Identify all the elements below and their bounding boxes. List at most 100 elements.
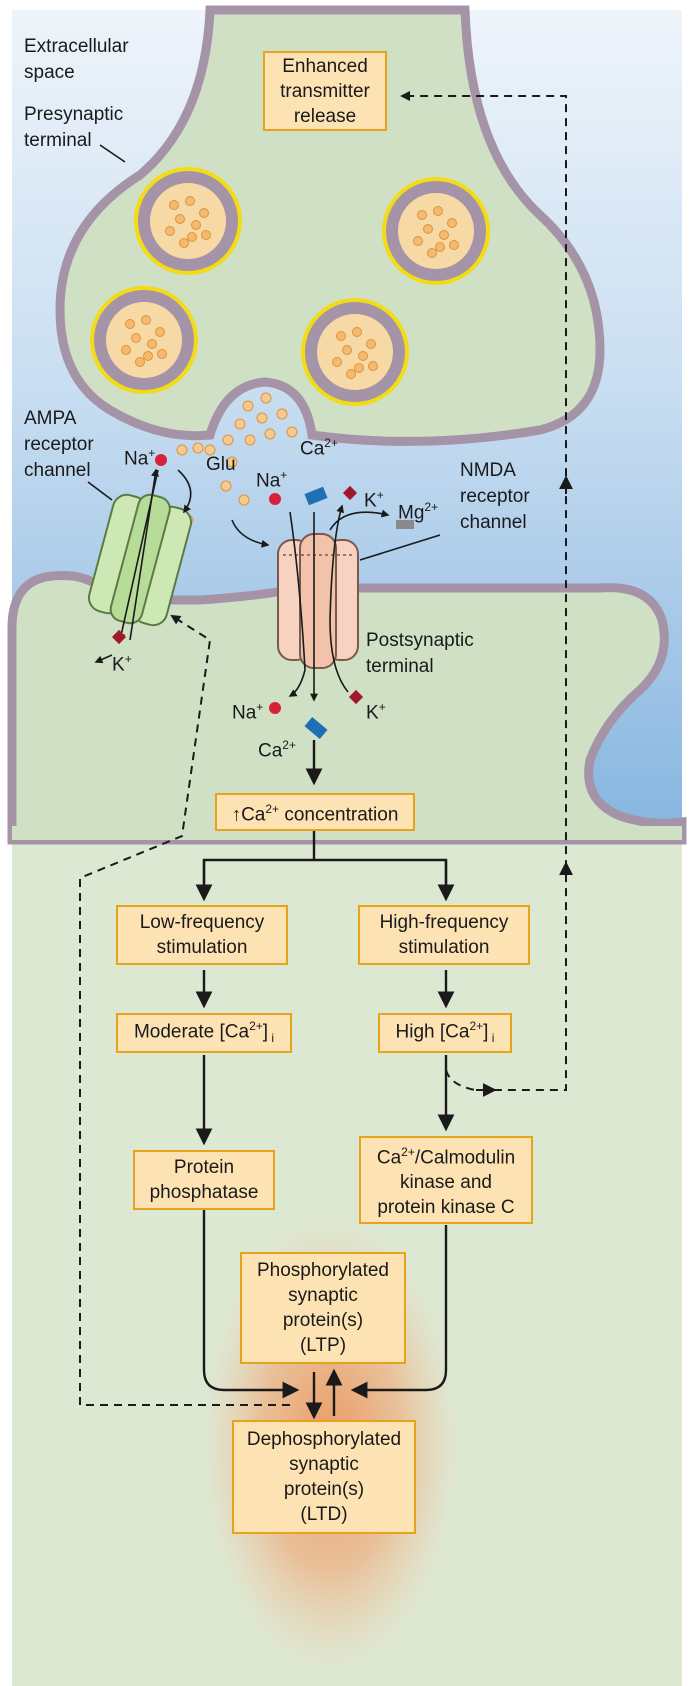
glu-nmda-arrow <box>231 519 270 548</box>
transmitter-molecule <box>147 339 157 349</box>
transmitter-molecule <box>332 357 342 367</box>
glutamate-molecule <box>234 418 246 430</box>
nmda-k-path <box>329 504 349 693</box>
glutamate-molecule <box>264 428 276 440</box>
transmitter-molecule <box>201 230 211 240</box>
glutamate-molecule <box>238 494 250 506</box>
transmitter-molecule <box>121 345 131 355</box>
transmitter-molecule <box>368 361 378 371</box>
transmitter-molecule <box>199 208 209 218</box>
k-ion <box>348 689 364 705</box>
k-label-nmda: K+ <box>364 488 384 512</box>
ampa-k-arrow <box>129 468 159 641</box>
transmitter-molecule <box>342 345 352 355</box>
k-label-ampa: K+ <box>112 652 132 676</box>
glu-label: Glu <box>206 454 236 475</box>
postsynaptic-membrane <box>7 571 687 845</box>
kinase-to-center <box>350 1225 448 1399</box>
phosphatase-to-center <box>202 1210 300 1399</box>
transmitter-molecule <box>358 351 368 361</box>
glutamate-molecule <box>242 400 254 412</box>
synaptic-vesicle <box>134 167 242 275</box>
transmitter-molecule <box>191 220 201 230</box>
transmitter-molecule <box>346 369 356 379</box>
transmitter-molecule <box>179 238 189 248</box>
na-label-bottom: Na+ <box>232 700 264 724</box>
moderate-ca-box: Moderate [Ca2+] i <box>116 1013 292 1053</box>
glutamate-molecule <box>176 444 188 456</box>
na-ion <box>269 702 281 714</box>
ampa-label-leader <box>87 481 113 501</box>
ca-ion <box>304 716 328 740</box>
transmitter-molecule <box>417 210 427 220</box>
transmitter-molecule <box>169 200 179 210</box>
transmitter-molecule <box>143 351 153 361</box>
ca-label-nmda: Ca2+ <box>300 436 338 460</box>
transmitter-molecule <box>427 248 437 258</box>
transmitter-molecule <box>135 357 145 367</box>
ca-label-bottom: Ca2+ <box>258 738 296 762</box>
transmitter-molecule <box>187 232 197 242</box>
dashed-high-ca-to-release <box>400 91 567 1091</box>
glutamate-molecule <box>226 456 238 468</box>
transmitter-molecule <box>447 218 457 228</box>
na-label-nmda: Na+ <box>256 468 288 492</box>
transmitter-molecule <box>413 236 423 246</box>
transmitter-molecule <box>155 327 165 337</box>
k-ion <box>111 629 127 645</box>
na-label-ampa: Na+ <box>124 446 156 470</box>
transmitter-molecule <box>131 333 141 343</box>
mg-label: Mg2+ <box>398 500 439 524</box>
glutamate-molecule <box>222 434 234 446</box>
glutamate-molecule <box>220 480 232 492</box>
high-ca-box: High [Ca2+] i <box>378 1013 512 1053</box>
transmitter-molecule <box>336 331 346 341</box>
transmitter-molecule <box>423 224 433 234</box>
ampa-k-arrow-out <box>94 654 113 664</box>
transmitter-molecule <box>366 339 376 349</box>
glutamate-molecule <box>256 412 268 424</box>
nmda-mg-arrow <box>329 509 390 531</box>
nmda-na-path <box>288 511 306 697</box>
glutamate-molecule <box>244 434 256 446</box>
transmitter-molecule <box>439 230 449 240</box>
transmitter-molecule <box>141 315 151 325</box>
ampa-receptor-channel <box>87 493 193 627</box>
na-ion <box>269 493 281 505</box>
glutamate-molecule <box>192 442 204 454</box>
transmitter-molecule <box>433 206 443 216</box>
dashed-ltd-to-ampa <box>79 614 290 1406</box>
transmitter-molecule <box>125 319 135 329</box>
k-ion <box>342 485 358 501</box>
transmitter-molecule <box>354 363 364 373</box>
ca-concentration-box: ↑Ca2+ concentration <box>215 793 415 831</box>
synaptic-vesicle <box>382 177 490 285</box>
glutamate-molecule <box>286 426 298 438</box>
na-ion <box>155 454 167 466</box>
synaptic-vesicle <box>90 286 198 394</box>
presynaptic-leader <box>99 144 126 163</box>
glutamate-molecule <box>276 408 288 420</box>
transmitter-molecule <box>352 327 362 337</box>
transmitter-molecule <box>165 226 175 236</box>
glutamate-molecule <box>260 392 272 404</box>
glutamate-molecules <box>176 392 298 526</box>
synaptic-vesicle <box>301 298 409 406</box>
k-label-bottom: K+ <box>366 700 386 724</box>
transmitter-molecule <box>185 196 195 206</box>
transmitter-molecule <box>175 214 185 224</box>
ca-ion <box>304 486 328 506</box>
nmda-receptor-channel <box>277 533 359 669</box>
transmitter-molecule <box>157 349 167 359</box>
